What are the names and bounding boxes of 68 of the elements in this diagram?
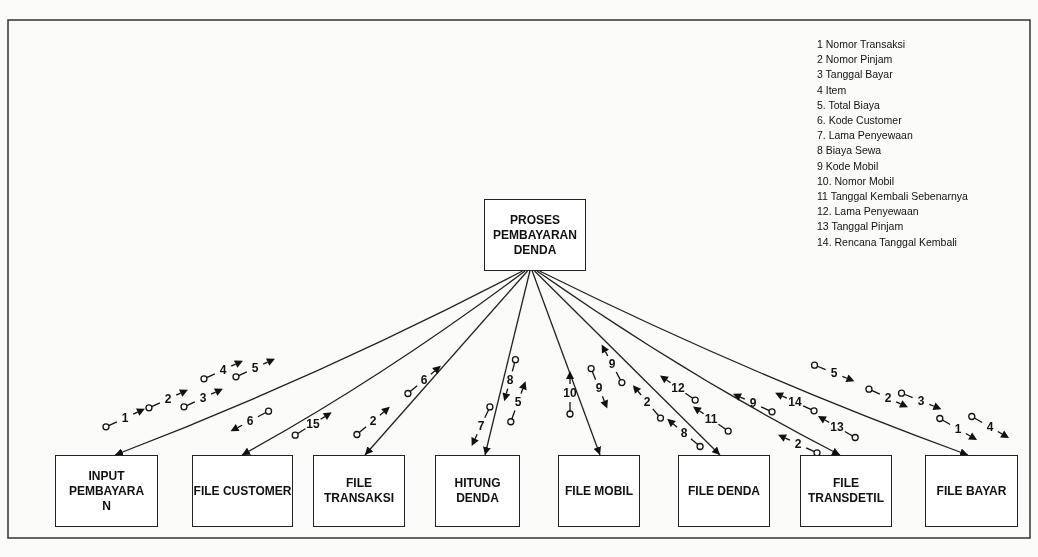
- module-box: [800, 455, 892, 527]
- couple-number: 5: [251, 362, 259, 374]
- data-item-note: 8 Biaya Sewa: [817, 144, 882, 157]
- module-box: [925, 455, 1018, 527]
- data-item-note: 7. Lama Penyewaan: [817, 129, 913, 142]
- data-item-note: 4 Item: [817, 83, 847, 96]
- couple-number: 15: [306, 418, 320, 430]
- module-label: INPUT PEMBAYARA N: [67, 468, 146, 514]
- module-box: [558, 455, 640, 527]
- couple-number: 2: [884, 392, 892, 404]
- module-box: [55, 455, 158, 527]
- connector-arrow: [483, 270, 531, 456]
- module-label: FILE CUSTOMER: [193, 483, 292, 499]
- module-label: FILE TRANSAKSI: [323, 476, 395, 506]
- couple-number: 9: [595, 382, 603, 394]
- couple-number: 6: [246, 415, 254, 427]
- couple-number: 8: [506, 374, 514, 386]
- connector-arrow: [533, 270, 721, 456]
- couple-number: 14: [788, 396, 802, 408]
- connector-arrow: [536, 270, 841, 456]
- module-label: FILE TRANSDETIL: [807, 476, 885, 506]
- data-item-note: 5. Total Biaya: [817, 98, 880, 111]
- data-item-note: 9 Kode Mobil: [817, 159, 879, 172]
- couple-number: 6: [420, 374, 428, 386]
- data-item-note: 12. Lama Penyewaan: [817, 205, 919, 218]
- data-item-note: 6. Kode Customer: [817, 114, 902, 126]
- couple-number: 3: [917, 395, 925, 407]
- data-item-note: 2 Nomor Pinjam: [817, 53, 893, 66]
- couple-number: 2: [794, 438, 802, 450]
- couple-number: 11: [704, 413, 718, 425]
- couple-number: 5: [514, 396, 522, 408]
- couple-number: 12: [671, 382, 685, 394]
- couple-number: 13: [830, 421, 844, 433]
- connector-arrow: [538, 270, 969, 456]
- connector-arrow: [241, 270, 526, 456]
- module-label: FILE DENDA: [688, 483, 760, 499]
- connector-arrow: [364, 270, 529, 456]
- couple-number: 4: [986, 421, 994, 433]
- module-box: [435, 455, 520, 527]
- couple-number: 2: [643, 396, 651, 408]
- data-item-note: 1 Nomor Transaksi: [817, 38, 906, 50]
- data-item-note: 14. Rencana Tanggal Kembali: [817, 235, 957, 248]
- process-module-box: [484, 199, 586, 271]
- module-box: [313, 455, 405, 527]
- connector-arrow: [531, 270, 601, 456]
- couple-number: 2: [369, 415, 377, 427]
- couple-number: 1: [954, 423, 962, 435]
- couple-number: 3: [199, 392, 207, 404]
- module-label: PROSES PEMBAYARAN DENDA: [492, 212, 578, 258]
- module-label: HITUNG DENDA: [453, 476, 502, 506]
- connector-arrow: [114, 270, 524, 456]
- data-item-note: 10. Nomor Mobil: [817, 174, 895, 187]
- module-label: FILE MOBIL: [565, 483, 633, 499]
- couple-number: 10: [563, 387, 577, 399]
- couple-number: 9: [749, 397, 757, 409]
- couple-number: 9: [608, 358, 616, 370]
- data-item-note: 3 Tanggal Bayar: [817, 68, 893, 81]
- data-item-note: 11 Tanggal Kembali Sebenarnya: [817, 190, 968, 202]
- couple-number: 4: [219, 364, 227, 376]
- module-box: [678, 455, 770, 527]
- couple-number: 8: [680, 427, 688, 439]
- couple-number: 2: [164, 393, 172, 405]
- couple-number: 5: [830, 367, 838, 379]
- couple-number: 7: [477, 420, 485, 432]
- couple-number: 1: [121, 412, 129, 424]
- module-box: [192, 455, 293, 527]
- data-item-note: 13 Tanggal Pinjam: [817, 220, 904, 233]
- module-label: FILE BAYAR: [936, 483, 1007, 499]
